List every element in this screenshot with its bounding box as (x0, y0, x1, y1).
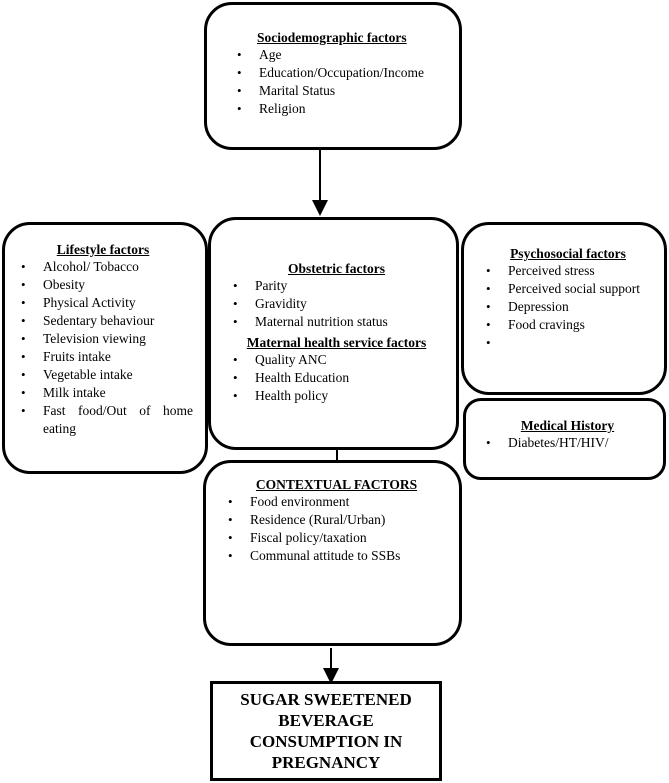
maternal-health-list: Quality ANC Health Education Health poli… (225, 351, 448, 405)
list-item: Milk intake (13, 384, 193, 402)
list-item: Religion (229, 100, 459, 118)
lifestyle-box: Lifestyle factors Alcohol/ Tobacco Obesi… (2, 222, 208, 474)
sociodemographic-title: Sociodemographic factors (257, 30, 407, 45)
list-item: Quality ANC (225, 351, 448, 369)
list-item: Diabetes/HT/HIV/ (478, 434, 657, 452)
maternal-health-title: Maternal health service factors (246, 335, 427, 350)
list-item: Alcohol/ Tobacco (13, 258, 193, 276)
medical-history-box: Medical History Diabetes/HT/HIV/ (463, 398, 666, 480)
contextual-box: CONTEXTUAL FACTORS Food environment Resi… (203, 460, 462, 646)
list-item: Perceived social support (478, 280, 658, 298)
sociodemographic-box: Sociodemographic factors Age Education/O… (204, 2, 462, 150)
list-item: Physical Activity (13, 294, 193, 312)
medical-history-title: Medical History (520, 418, 615, 433)
list-item: Food environment (220, 493, 453, 511)
outcome-box: SUGAR SWEETENED BEVERAGE CONSUMPTION IN … (210, 681, 442, 781)
obstetric-list: Parity Gravidity Maternal nutrition stat… (225, 277, 448, 331)
list-item: Television viewing (13, 330, 193, 348)
list-item: Maternal nutrition status (225, 313, 448, 331)
contextual-list: Food environment Residence (Rural/Urban)… (220, 493, 453, 565)
lifestyle-title: Lifestyle factors (56, 242, 150, 257)
list-item: Parity (225, 277, 448, 295)
list-item: Vegetable intake (13, 366, 193, 384)
list-item: Health policy (225, 387, 448, 405)
list-item: Health Education (225, 369, 448, 387)
psychosocial-list: Perceived stress Perceived social suppor… (478, 262, 658, 352)
list-item: Gravidity (225, 295, 448, 313)
list-item: Fast food/Out of home eating (13, 402, 193, 438)
psychosocial-title: Psychosocial factors (510, 246, 626, 261)
obstetric-maternal-box: Obstetric factors Parity Gravidity Mater… (208, 217, 459, 450)
list-item: Fiscal policy/taxation (220, 529, 453, 547)
obstetric-title: Obstetric factors (287, 261, 386, 276)
list-item: Communal attitude to SSBs (220, 547, 453, 565)
list-item: Perceived stress (478, 262, 658, 280)
list-item: Age (229, 46, 459, 64)
medical-history-list: Diabetes/HT/HIV/ (478, 434, 657, 452)
list-item: Residence (Rural/Urban) (220, 511, 453, 529)
list-item: Marital Status (229, 82, 459, 100)
psychosocial-box: Psychosocial factors Perceived stress Pe… (461, 222, 667, 395)
list-item: Food cravings (478, 316, 658, 334)
lifestyle-list: Alcohol/ Tobacco Obesity Physical Activi… (13, 258, 193, 438)
list-item: Education/Occupation/Income (229, 64, 459, 82)
list-item: Sedentary behaviour (13, 312, 193, 330)
list-item (478, 334, 658, 352)
list-item: Fruits intake (13, 348, 193, 366)
list-item: Obesity (13, 276, 193, 294)
outcome-label: SUGAR SWEETENED BEVERAGE CONSUMPTION IN … (240, 690, 412, 772)
contextual-title: CONTEXTUAL FACTORS (255, 477, 418, 492)
sociodemographic-list: Age Education/Occupation/Income Marital … (229, 46, 459, 118)
list-item: Depression (478, 298, 658, 316)
